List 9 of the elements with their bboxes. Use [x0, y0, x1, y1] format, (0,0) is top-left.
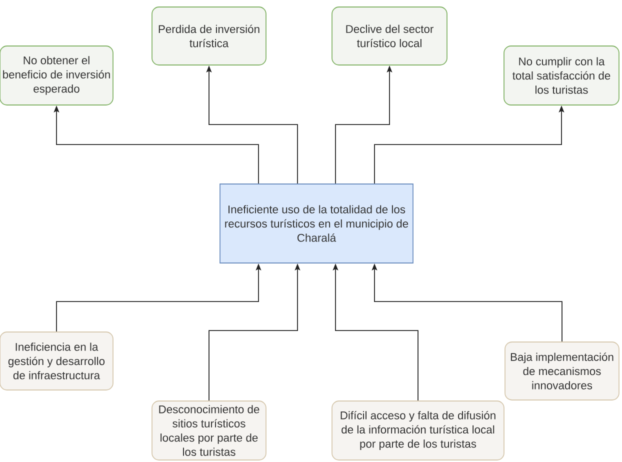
effect-box: Perdida de inversión turística [152, 6, 266, 66]
effect-box: No obtener el beneficio de inversión esperado [0, 46, 114, 106]
cause-box: Desconocimiento de sitios turísticos locales por parte de los turistas [152, 400, 266, 460]
effect-box: Declive del sector turístico local [332, 6, 448, 66]
effect-box: No cumplir con la total satisfacción de los turistas [504, 46, 620, 106]
cause-box: Difícil acceso y falta de difusión de la información turística local por parte de los turistas [332, 400, 504, 460]
cause-box: Baja implementación de mecanismos innovadores [504, 342, 620, 400]
cause-box: Ineficiencia en la gestión y desarrollo de infraestructura [0, 332, 114, 390]
problem-box: Ineficiente uso de la totalidad de los recursos turísticos en el municipio de Charalá [220, 184, 414, 264]
